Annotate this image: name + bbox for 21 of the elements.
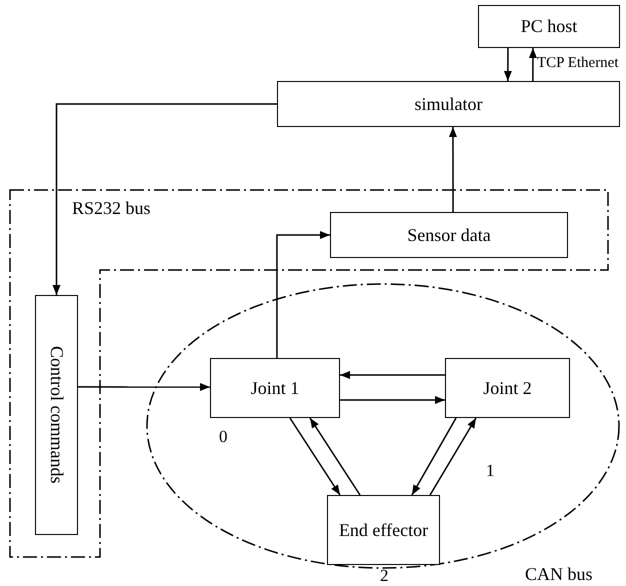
arrow [429, 418, 477, 496]
arrow [448, 127, 457, 212]
node-number: 0 [219, 427, 228, 447]
arrow [528, 48, 537, 81]
node-number: 1 [486, 461, 494, 481]
arrow [411, 418, 457, 496]
process-box: Control commands [35, 295, 78, 535]
process-box: Sensor data [330, 212, 568, 258]
bus-label: RS232 bus [72, 198, 151, 219]
process-box: simulator [277, 81, 620, 127]
arrow [289, 418, 341, 496]
arrow [309, 418, 361, 496]
arrow [52, 103, 277, 295]
arrow [276, 231, 330, 358]
node-number: 2 [380, 566, 388, 586]
arrow [504, 48, 512, 81]
arrow [340, 370, 445, 379]
process-box: PC host [478, 5, 620, 48]
bus-label: CAN bus [525, 564, 593, 585]
arrow [78, 382, 210, 391]
arrow [340, 396, 445, 404]
